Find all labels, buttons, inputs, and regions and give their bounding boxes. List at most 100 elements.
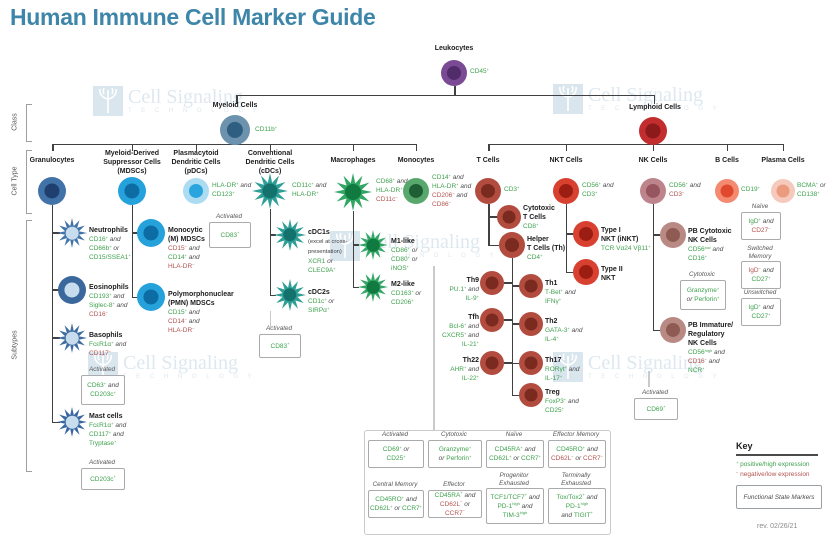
lymphoid-cells-cell-icon bbox=[639, 117, 667, 145]
minus-symbol: − bbox=[736, 469, 739, 475]
fs-naive-header: Naïve bbox=[505, 431, 523, 438]
connector-line bbox=[489, 244, 499, 246]
mast-cells-cell-nucleus bbox=[65, 415, 79, 429]
connector-line bbox=[726, 145, 728, 151]
th9-cell-icon bbox=[480, 271, 504, 295]
b-cells-cell-icon bbox=[715, 179, 739, 203]
connector-line bbox=[488, 143, 784, 145]
helper-t-cells-cell-icon bbox=[499, 232, 525, 258]
axis-label-cell-type: Cell Type bbox=[11, 166, 19, 196]
key-rule bbox=[736, 454, 818, 456]
leukocytes-cell-icon bbox=[441, 60, 467, 86]
macrophages-label: Macrophages bbox=[330, 157, 376, 164]
connector-line bbox=[433, 266, 435, 430]
mdsc-cell-icon bbox=[118, 177, 146, 205]
mast-activated-header: Activated bbox=[89, 459, 115, 466]
neutrophils-cell-nucleus bbox=[65, 226, 79, 240]
connector-line bbox=[271, 234, 276, 236]
b-cells-cell-nucleus bbox=[720, 184, 734, 198]
connector-line bbox=[131, 145, 133, 151]
key-title: Key bbox=[736, 441, 753, 451]
type-ii-nkt-cell-nucleus bbox=[578, 264, 594, 280]
key-negative-legend: − negative/low expression bbox=[736, 470, 822, 480]
t-cells-cell-nucleus bbox=[480, 183, 496, 199]
basophils-cell-nucleus bbox=[65, 331, 79, 345]
basophils-activated-header: Activated bbox=[89, 366, 115, 373]
leukocytes-label: CD45+ bbox=[470, 66, 489, 76]
pb-cytotoxic-nk-cell-nucleus bbox=[665, 227, 681, 243]
m1-like-cell-nucleus bbox=[366, 238, 380, 252]
th1-cell-nucleus bbox=[524, 279, 538, 293]
connector-line bbox=[648, 371, 650, 387]
cdc-cell-icon bbox=[252, 173, 288, 209]
th1-cell-icon bbox=[519, 274, 543, 298]
nk-activated-header: Activated bbox=[642, 389, 668, 396]
monocytes-label: Monocytes bbox=[397, 157, 435, 164]
pb-cytotoxic-nk-cell-icon bbox=[660, 222, 686, 248]
cdc-activated-header: Activated bbox=[266, 325, 292, 332]
nkt-cells-cell-nucleus bbox=[558, 183, 574, 199]
nkt-cells-label: NKT Cells bbox=[549, 157, 583, 164]
box-mast-activated: CD203c+ bbox=[81, 468, 125, 490]
tfh-cell-icon bbox=[480, 308, 504, 332]
cytotoxic-t-cells-cell-nucleus bbox=[502, 210, 516, 224]
neutrophils-cell-icon bbox=[57, 218, 87, 248]
connector-line bbox=[53, 289, 60, 291]
type-i-nkt-cell-icon bbox=[573, 221, 599, 247]
connector-line bbox=[782, 145, 784, 151]
cdc-cell-nucleus bbox=[262, 183, 278, 199]
pb-immature-regulatory-nk-cell-icon bbox=[660, 317, 686, 343]
mast-cells-cell-icon bbox=[57, 407, 87, 437]
m-mdsc-cell-icon bbox=[137, 219, 165, 247]
plasma-cells-label: Plasma Cells bbox=[761, 157, 805, 164]
connector-line bbox=[654, 329, 661, 331]
cst-tree-icon bbox=[553, 352, 583, 382]
box-nk-activated: CD69+ bbox=[634, 398, 678, 420]
leukocytes-label: Leukocytes bbox=[434, 45, 474, 52]
box-nk-cytotoxic: Granzyme+ or Perforin+ bbox=[680, 280, 726, 310]
axis-bracket-class bbox=[26, 104, 32, 142]
plasma-cells-cell-nucleus bbox=[776, 184, 790, 198]
treg-cell-nucleus bbox=[524, 388, 538, 402]
connector-line bbox=[489, 216, 498, 218]
type-i-nkt-cell-nucleus bbox=[578, 226, 594, 242]
cst-tree-icon bbox=[93, 86, 123, 116]
lymphoid-cells-label: Lymphoid Cells bbox=[629, 104, 681, 111]
connector-line bbox=[236, 94, 238, 104]
key-negative-text: negative/low expression bbox=[740, 471, 810, 478]
th22-cell-icon bbox=[480, 351, 504, 375]
leukocytes-cell-nucleus bbox=[446, 65, 462, 81]
cdc1-label: cDC1s(excel at cross-presentation)XCR1 o… bbox=[308, 229, 348, 274]
connector-line bbox=[488, 145, 490, 151]
th9-cell-nucleus bbox=[485, 276, 499, 290]
b-naive-header: Naïve bbox=[751, 203, 769, 210]
th2-cell-nucleus bbox=[524, 317, 538, 331]
m2-like-cell-nucleus bbox=[366, 280, 380, 294]
fs-activated-header: Activated bbox=[382, 431, 408, 438]
